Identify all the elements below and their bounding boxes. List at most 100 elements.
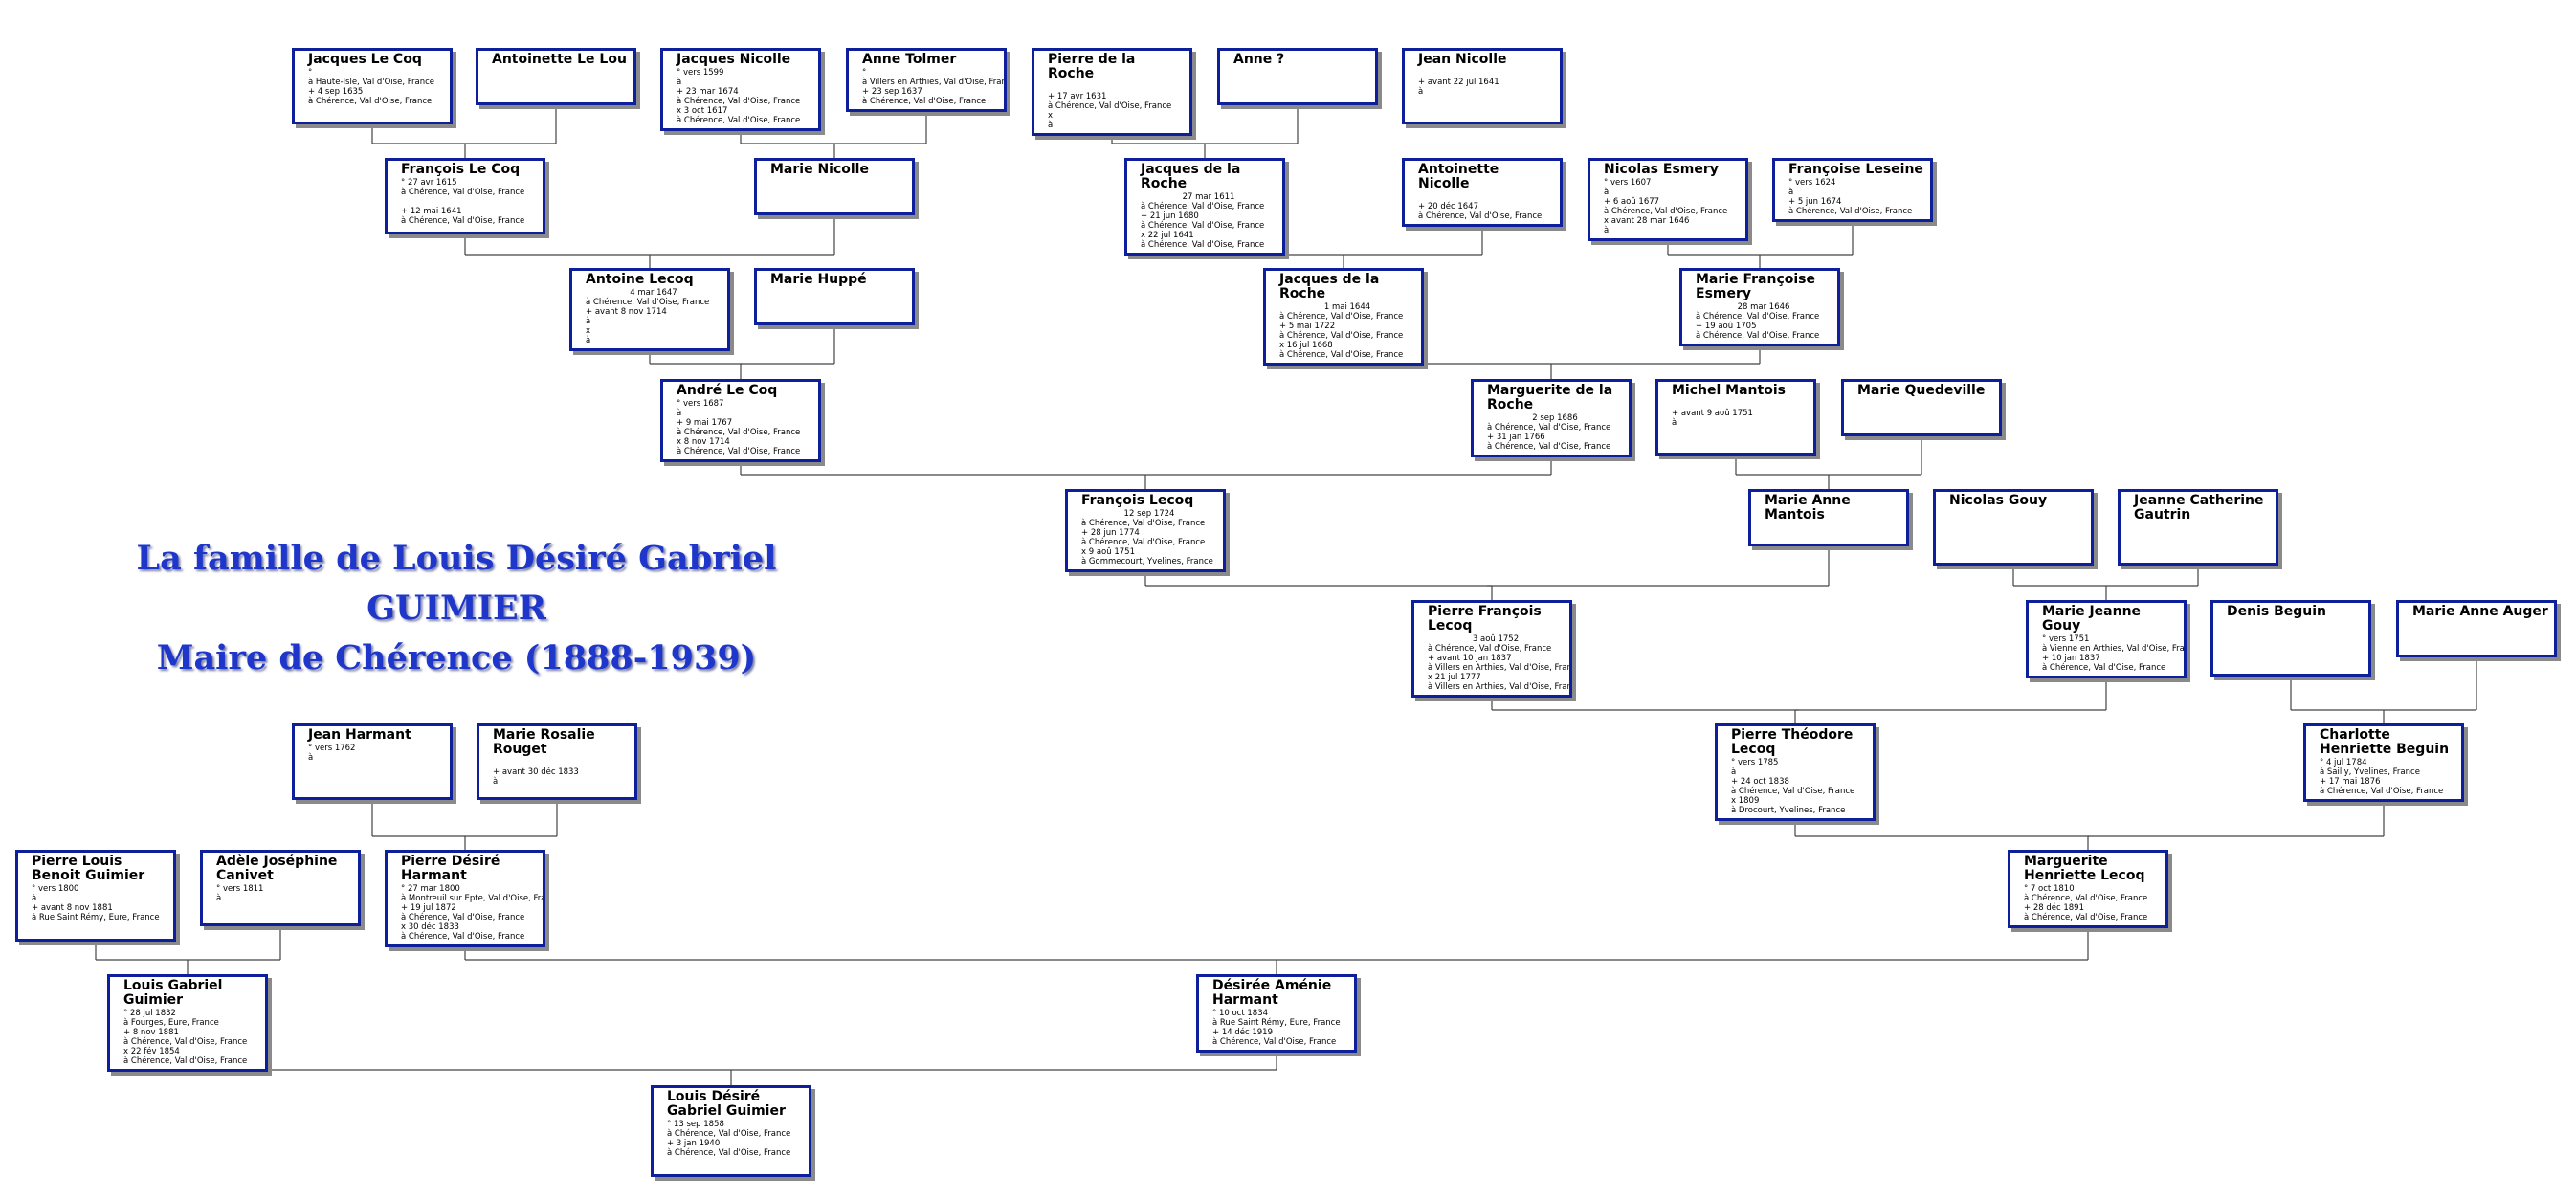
person-name: Pierre de la Roche	[1048, 52, 1136, 81]
person-name: Marie Anne Mantois	[1765, 493, 1851, 522]
person-detail-line: à Chérence, Val d'Oise, France	[677, 428, 801, 437]
person-detail-line: x 9 aoû 1751	[1081, 547, 1135, 557]
person-detail-line	[1672, 399, 1808, 409]
person-detail-line: ° vers 1811	[216, 884, 264, 894]
person-detail-line: x 8 nov 1714	[677, 437, 730, 447]
person-name: Marie Anne Auger	[2412, 604, 2548, 619]
person-name: Jean Harmant	[308, 727, 411, 743]
person-detail-line: ° vers 1607	[1604, 178, 1652, 188]
person-detail-line	[1418, 192, 1554, 202]
person-detail-line: + avant 9 aoû 1751	[1672, 409, 1753, 418]
person-box-louis-desire-gabriel-guimier[interactable]: Louis Désiré Gabriel Guimier° 13 sep 185…	[651, 1085, 811, 1177]
person-name: Denis Beguin	[2227, 604, 2327, 619]
person-box-nicolas-gouy[interactable]: Nicolas Gouy	[1933, 489, 2094, 566]
person-detail-line: ° 10 oct 1834	[1212, 1009, 1269, 1018]
person-detail-line: à	[1418, 87, 1424, 97]
person-box-antoinette-le-lou[interactable]: Antoinette Le Lou	[476, 48, 636, 105]
person-detail-line: à	[1731, 767, 1737, 777]
person-detail-line: à Villers en Arthies, Val d'Oise, France	[1428, 663, 1572, 673]
person-detail-line: à Chérence, Val d'Oise, France	[308, 97, 433, 106]
person-box-marie-anne-mantois[interactable]: Marie Anne Mantois	[1748, 489, 1909, 546]
person-box-denis-beguin[interactable]: Denis Beguin	[2210, 600, 2371, 677]
person-box-marie-quedeville[interactable]: Marie Quedeville	[1841, 379, 2002, 436]
person-box-marie-nicolle[interactable]: Marie Nicolle	[754, 158, 915, 215]
person-detail-line: 1 mai 1644	[1323, 302, 1371, 312]
person-detail-line: 2 sep 1686	[1532, 413, 1578, 423]
person-box-marie-huppe[interactable]: Marie Huppé	[754, 268, 915, 325]
person-name: Antoine Lecoq	[586, 272, 694, 287]
person-detail-line: à Chérence, Val d'Oise, France	[1141, 240, 1265, 250]
person-detail-line: + 12 mai 1641	[401, 207, 462, 216]
person-detail-line: + 23 mar 1674	[677, 87, 739, 97]
person-name: Jacques de la Roche	[1141, 162, 1241, 191]
person-name: Marie Quedeville	[1857, 383, 1986, 398]
person-detail-line: à	[677, 409, 682, 418]
person-detail-line: à Chérence, Val d'Oise, France	[1731, 787, 1855, 796]
person-detail-line: ° vers 1800	[32, 884, 79, 894]
person-name: Marie Huppé	[770, 272, 867, 287]
person-box-marie-anne-auger[interactable]: Marie Anne Auger	[2396, 600, 2557, 657]
person-detail-line: 27 mar 1611	[1182, 192, 1235, 202]
person-detail-line: 28 mar 1646	[1737, 302, 1790, 312]
person-name: Marie Nicolle	[770, 162, 869, 177]
person-detail-line: ° 27 mar 1800	[401, 884, 460, 894]
person-name: Antoinette Nicolle	[1418, 162, 1499, 191]
person-detail-line: à Chérence, Val d'Oise, France	[1604, 207, 1728, 216]
person-name: Marie Jeanne Gouy	[2042, 604, 2142, 633]
person-name: Pierre Louis Benoit Guimier	[32, 854, 145, 883]
person-detail-line: à Chérence, Val d'Oise, France	[667, 1148, 791, 1158]
person-name: Désirée Aménie Harmant	[1212, 978, 1332, 1008]
person-box-jacques-le-coq[interactable]: Jacques Le Coq°à Haute-Isle, Val d'Oise,…	[292, 48, 453, 124]
person-detail-line: à Chérence, Val d'Oise, France	[1212, 1037, 1337, 1047]
person-detail-line: ° vers 1599	[677, 68, 724, 78]
person-box-marie-rosalie-rouget[interactable]: Marie Rosalie Rouget + avant 30 déc 1833…	[477, 723, 637, 800]
person-name: Michel Mantois	[1672, 383, 1786, 398]
person-name: Françoise Leseine	[1788, 162, 1923, 177]
person-box-jeanne-catherine-gautrin[interactable]: Jeanne Catherine Gautrin	[2118, 489, 2278, 566]
title-line-mayor: Maire de Chérence (1888-1939)	[156, 638, 757, 678]
person-detail-line: à	[1672, 418, 1677, 428]
person-detail-line: à Haute-Isle, Val d'Oise, France	[308, 78, 434, 87]
person-detail-line: + avant 30 déc 1833	[493, 767, 579, 777]
person-detail-line: ° vers 1751	[2042, 634, 2090, 644]
person-box-anne-inconnue[interactable]: Anne ?	[1217, 48, 1378, 105]
person-detail-line: à	[677, 78, 682, 87]
page-title: La famille de Louis Désiré Gabriel GUIMI…	[50, 534, 863, 683]
person-detail-line: à Chérence, Val d'Oise, France	[1418, 211, 1543, 221]
person-detail-line: + 14 déc 1919	[1212, 1028, 1273, 1037]
title-line-family: La famille de Louis Désiré Gabriel GUIMI…	[136, 539, 777, 628]
person-detail-line: à	[586, 317, 591, 326]
person-detail-line	[1418, 68, 1554, 78]
person-box-anne-tolmer[interactable]: Anne Tolmer°à Villers en Arthies, Val d'…	[846, 48, 1007, 112]
person-detail-line: ° vers 1762	[308, 744, 356, 753]
person-detail-line: + avant 8 nov 1881	[32, 903, 113, 913]
person-detail-line: à	[1788, 188, 1794, 197]
person-detail-line: + avant 10 jan 1837	[1428, 654, 1512, 663]
